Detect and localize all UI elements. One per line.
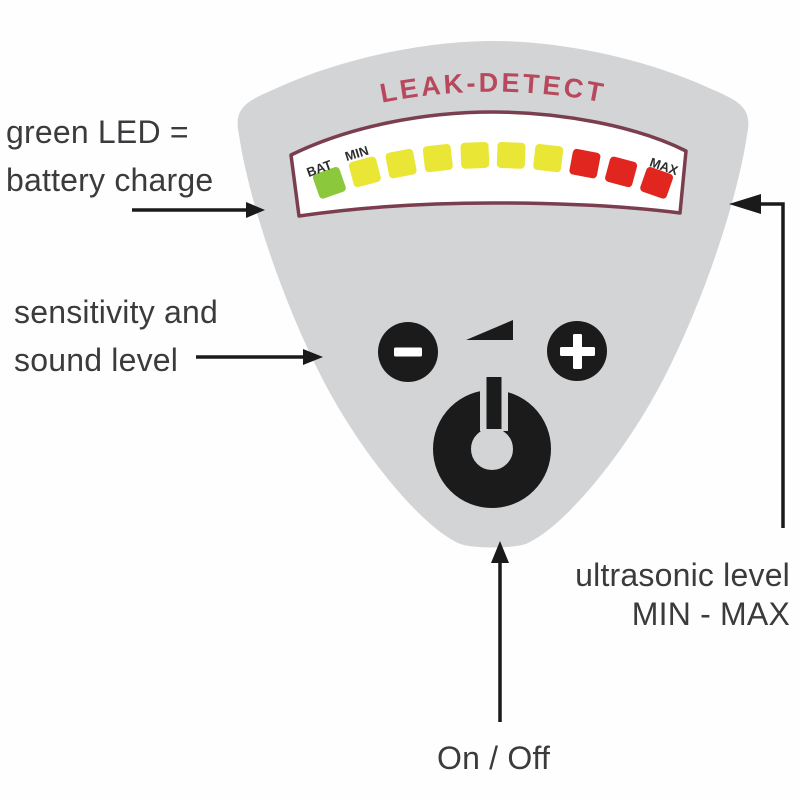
ultrasonic-level-label-line2: MIN - MAX bbox=[631, 596, 790, 632]
led-6 bbox=[496, 141, 526, 169]
sensitivity-label-line1: sensitivity and bbox=[14, 294, 218, 330]
min-scale-label: MIN bbox=[343, 143, 370, 164]
led-10 bbox=[640, 167, 674, 199]
battery-charge-label-line2: battery charge bbox=[6, 162, 214, 198]
sensitivity-label-line2: sound level bbox=[14, 342, 179, 378]
battery-charge-label: green LED = battery charge bbox=[6, 108, 213, 204]
sensitivity-label: sensitivity and sound level bbox=[14, 288, 218, 384]
ultrasonic-level-label: ultrasonic level MIN - MAX bbox=[575, 556, 790, 634]
level-ramp-icon bbox=[466, 320, 513, 340]
sensitivity-arrow bbox=[196, 349, 323, 365]
ultrasonic-level-label-line1: ultrasonic level bbox=[575, 557, 790, 593]
led-2 bbox=[348, 156, 381, 188]
plus-button[interactable] bbox=[547, 321, 607, 381]
on-off-label: On / Off bbox=[437, 740, 551, 776]
led-9 bbox=[605, 156, 638, 188]
plus-icon bbox=[560, 334, 595, 369]
battery-charge-label-line1: green LED = bbox=[6, 114, 189, 150]
minus-button[interactable] bbox=[378, 322, 438, 382]
led-scale: BAT MIN MAX bbox=[304, 141, 680, 199]
power-button[interactable] bbox=[433, 371, 551, 508]
led-7 bbox=[533, 144, 564, 173]
led-8 bbox=[569, 148, 601, 179]
onoff-arrow bbox=[491, 541, 509, 722]
minus-icon bbox=[394, 347, 422, 357]
battery-arrow bbox=[132, 202, 265, 218]
led-5 bbox=[460, 141, 490, 169]
led-3 bbox=[385, 148, 417, 179]
led-4 bbox=[422, 144, 453, 173]
ultrasonic-arrow bbox=[729, 194, 785, 528]
led-1 bbox=[312, 167, 346, 199]
